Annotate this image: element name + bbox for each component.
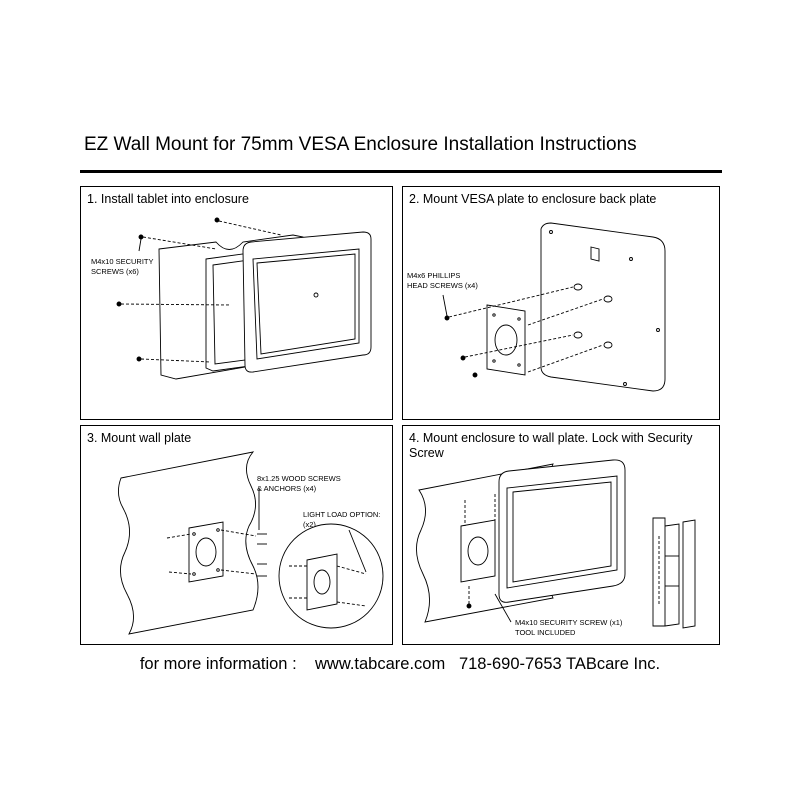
step-3-note-line-2: & ANCHORS (x4) xyxy=(257,484,317,493)
step-3-note-line-3: LIGHT LOAD OPTION: xyxy=(303,510,381,519)
step-4-panel: 4. Mount enclosure to wall plate. Lock w… xyxy=(402,425,720,645)
step-1-illustration xyxy=(116,217,372,380)
step-3-note-line-1: 8x1.25 WOOD SCREWS xyxy=(257,474,341,483)
step-4-illustration xyxy=(416,459,696,629)
step-1-heading: 1. Install tablet into enclosure xyxy=(87,192,249,206)
step-1-panel: 1. Install tablet into enclosure M4x10 S… xyxy=(80,186,393,420)
page-title: EZ Wall Mount for 75mm VESA Enclosure In… xyxy=(84,134,637,155)
step-2-heading: 2. Mount VESA plate to enclosure back pl… xyxy=(409,192,657,206)
step-4-note-line-2: TOOL INCLUDED xyxy=(515,628,576,637)
footer-contact-line: for more information : www.tabcare.com 7… xyxy=(139,655,661,673)
title-divider xyxy=(80,170,722,173)
step-3-illustration xyxy=(118,451,384,635)
step-3-panel: 3. Mount wall plate 8x1.25 WOOD SCREWS &… xyxy=(80,425,393,645)
step-3-heading: 3. Mount wall plate xyxy=(87,431,192,445)
step-4-note-line-1: M4x10 SECURITY SCREW (x1) xyxy=(515,618,623,627)
step-2-panel: 2. Mount VESA plate to enclosure back pl… xyxy=(402,186,720,420)
step-2-illustration xyxy=(442,222,666,392)
step-4-heading: 4. Mount enclosure to wall plate. Lock w… xyxy=(409,431,693,460)
step-3-note-line-4: (x2) xyxy=(303,520,316,529)
step-1-note-line-2: SCREWS (x6) xyxy=(91,267,139,276)
step-2-note-line-2: HEAD SCREWS (x4) xyxy=(407,281,478,290)
step-1-note-line-1: M4x10 SECURITY xyxy=(91,257,154,266)
step-2-note-line-1: M4x6 PHILLIPS xyxy=(407,271,461,280)
